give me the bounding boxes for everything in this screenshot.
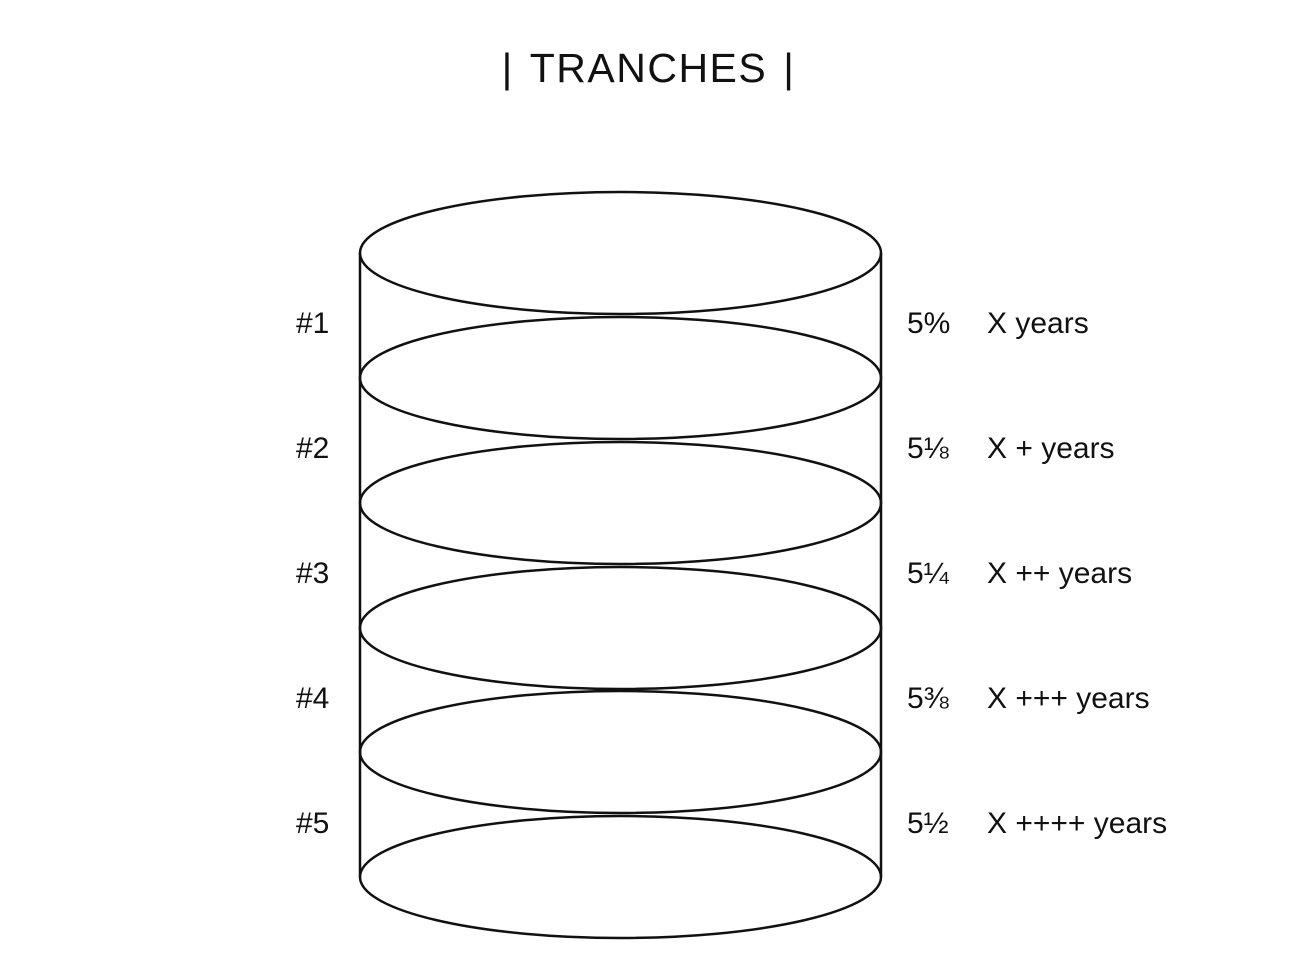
tranche-3-rate: 5¼ [907,557,949,590]
tranche-2-term: X + years [987,432,1115,465]
tranche-1-term: X years [987,307,1089,340]
tranche-1-id: #1 [296,307,330,340]
tranche-2-id: #2 [296,432,330,465]
tranche-layer-ellipse-4 [358,689,883,815]
tranche-layer-ellipse-3 [358,565,883,691]
tranche-1-rate: 5% [907,307,951,340]
tranche-4-term: X +++ years [987,682,1150,715]
diagram-title-row: | TRANCHES | [0,40,1297,96]
tranche-3-term: X ++ years [987,557,1133,590]
tranche-layer-ellipse-2 [358,440,883,566]
tranche-5-term: X ++++ years [987,807,1168,840]
tranche-3-id: #3 [296,557,330,590]
title-left-divider: | [501,45,514,91]
tranche-layer-ellipse-5 [358,814,883,940]
diagram-title: TRANCHES [529,45,768,91]
tranche-4-id: #4 [296,682,330,715]
tranche-4-rate: 5⅜ [907,682,949,715]
tranche-layer-ellipse-0 [358,190,883,316]
title-right-divider: | [783,45,796,91]
tranche-2-rate: 5⅛ [907,432,949,465]
tranche-5-rate: 5½ [907,807,949,840]
tranche-layer-ellipse-1 [358,315,883,441]
tranche-5-id: #5 [296,807,330,840]
